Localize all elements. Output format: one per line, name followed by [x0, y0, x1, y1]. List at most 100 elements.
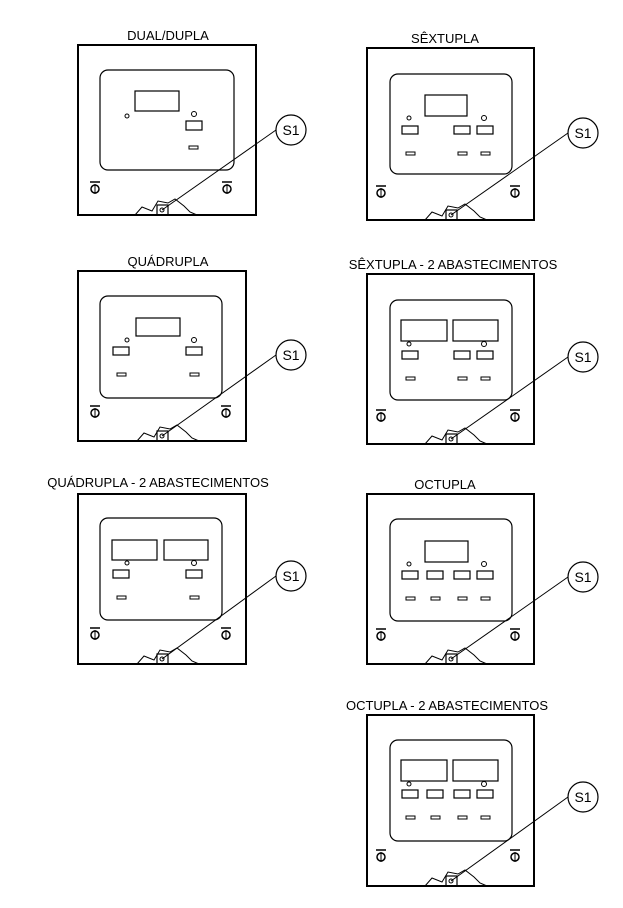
callout-label: S1: [574, 789, 591, 805]
nozzle-slot: [457, 596, 468, 601]
nozzle-button: [453, 125, 471, 135]
panel-dual: DUAL/DUPLA S1: [77, 28, 307, 216]
panel-quadrupla: QUÁDRUPLA S1: [77, 254, 307, 442]
panel-quadrupla-2: QUÁDRUPLA - 2 ABASTECIMENTOS S1: [47, 475, 307, 665]
display-window: [452, 759, 499, 782]
callout-label: S1: [282, 347, 299, 363]
cabinet-frame: [366, 714, 535, 887]
nozzle-button: [476, 125, 494, 135]
sensor-s1-dot: [448, 436, 454, 442]
nozzle-button: [185, 346, 203, 356]
callout-label: S1: [574, 349, 591, 365]
panel-title: OCTUPLA: [414, 477, 476, 492]
panel-title: SÊXTUPLA - 2 ABASTECIMENTOS: [349, 257, 558, 272]
leader-line: [450, 356, 569, 440]
indicator-light: [124, 113, 130, 119]
nozzle-slot: [405, 596, 416, 601]
nozzle-slot: [116, 595, 127, 600]
callout-circle: [567, 561, 599, 593]
indicator-light: [481, 561, 487, 567]
nozzle-button: [401, 350, 419, 360]
sensor-s1-dot: [448, 656, 454, 662]
callout-label: S1: [282, 568, 299, 584]
valve-icon: [221, 405, 231, 418]
panel-octupla-2: OCTUPLA - 2 ABASTECIMENTOS S1: [346, 698, 599, 887]
callout-circle: [567, 117, 599, 149]
nozzle-button: [453, 570, 471, 580]
indicator-light: [481, 781, 487, 787]
nozzle-slot: [189, 372, 200, 377]
sensor-s1-box: [445, 209, 458, 221]
valve-icon: [221, 627, 231, 640]
display-window: [400, 759, 448, 782]
nozzle-slot: [405, 376, 416, 381]
nozzle-button: [401, 125, 419, 135]
callout-label: S1: [574, 569, 591, 585]
sensor-s1-box: [445, 433, 458, 445]
indicator-light: [124, 337, 130, 343]
leader-line: [450, 576, 569, 660]
nozzle-slot: [189, 595, 200, 600]
nozzle-slot: [480, 376, 491, 381]
sensor-s1-dot: [448, 878, 454, 884]
nozzle-button: [112, 569, 130, 579]
sensor-s1-box: [156, 430, 169, 442]
callout-label: S1: [574, 125, 591, 141]
callout-circle: [567, 341, 599, 373]
indicator-light: [406, 561, 412, 567]
access-cutout: [424, 869, 488, 887]
display-window: [452, 319, 499, 342]
valve-icon: [376, 849, 386, 862]
nozzle-slot: [430, 596, 441, 601]
nozzle-slot: [405, 151, 416, 156]
nozzle-slot: [405, 815, 416, 820]
display-window: [135, 317, 181, 337]
nozzle-slot: [457, 151, 468, 156]
display-panel: [99, 69, 235, 171]
sensor-s1-box: [156, 204, 169, 216]
nozzle-slot: [480, 815, 491, 820]
access-cutout: [424, 647, 488, 665]
callout-circle: [275, 339, 307, 371]
panel-sextupla-2: SÊXTUPLA - 2 ABASTECIMENTOS S1: [349, 257, 599, 445]
display-panel: [389, 739, 513, 842]
access-cutout: [424, 427, 488, 445]
nozzle-button: [426, 570, 444, 580]
sensor-s1-box: [445, 875, 458, 887]
nozzle-button: [185, 569, 203, 579]
nozzle-button: [476, 350, 494, 360]
panel-sextupla: SÊXTUPLA S1: [366, 31, 599, 221]
indicator-light: [124, 560, 130, 566]
nozzle-button: [476, 570, 494, 580]
nozzle-button: [401, 789, 419, 799]
display-window: [424, 94, 468, 117]
display-window: [134, 90, 180, 112]
panel-octupla: OCTUPLA S1: [366, 477, 599, 665]
valve-icon: [510, 849, 520, 862]
valve-icon: [510, 409, 520, 422]
access-cutout: [136, 424, 200, 442]
sensor-s1-box: [445, 653, 458, 665]
nozzle-slot: [480, 151, 491, 156]
access-cutout: [134, 198, 198, 216]
indicator-light: [191, 337, 197, 343]
display-window: [400, 319, 448, 342]
display-window: [111, 539, 158, 561]
indicator-light: [406, 781, 412, 787]
nozzle-button: [476, 789, 494, 799]
nozzle-button: [112, 346, 130, 356]
valve-icon: [376, 409, 386, 422]
leader-line: [450, 132, 569, 216]
indicator-light: [191, 560, 197, 566]
valve-icon: [90, 405, 100, 418]
valve-icon: [90, 181, 100, 194]
callout-label: S1: [282, 122, 299, 138]
nozzle-button: [401, 570, 419, 580]
callout-circle: [275, 114, 307, 146]
panel-title: OCTUPLA - 2 ABASTECIMENTOS: [346, 698, 548, 713]
panel-title: QUÁDRUPLA: [128, 254, 209, 269]
leader-line: [161, 354, 277, 437]
access-cutout: [424, 203, 488, 221]
nozzle-slot: [116, 372, 127, 377]
